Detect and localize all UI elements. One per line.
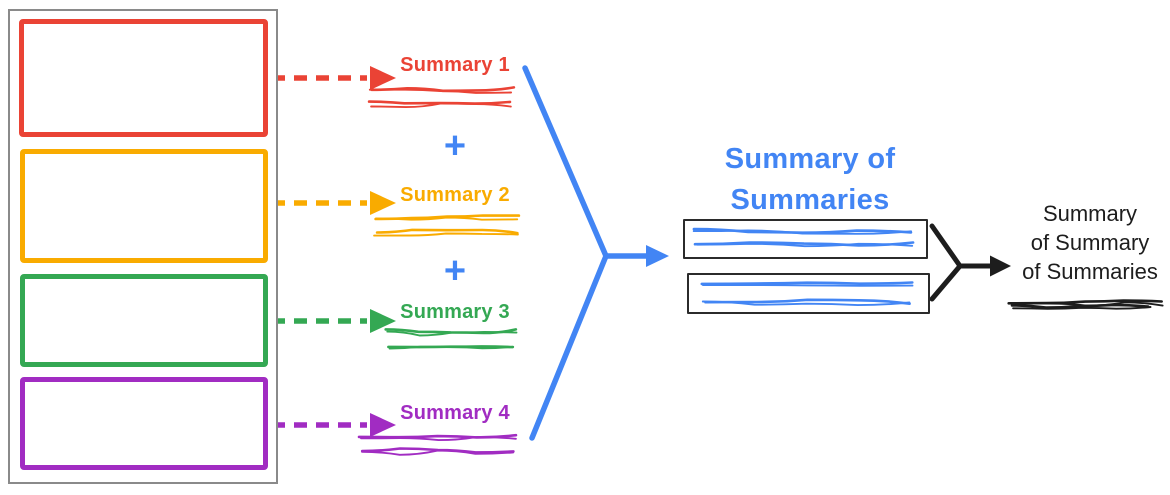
scribble-stroke <box>1010 303 1150 309</box>
merge-chevron-black <box>929 223 1011 302</box>
scribble-stroke <box>360 447 515 454</box>
source-section-1 <box>19 19 268 137</box>
chevron-upper-line <box>929 223 963 269</box>
summary-1-label: Summary 1 <box>400 54 510 76</box>
scribble-stroke <box>370 102 512 109</box>
scribble-stroke <box>373 232 519 237</box>
scribble-stroke <box>374 214 521 221</box>
chevron-lower-line <box>929 263 963 302</box>
scribble-stroke <box>1012 306 1152 310</box>
arrow-head-icon <box>646 245 669 267</box>
final-line-1: Summary <box>1042 201 1138 226</box>
final-summary-label: Summary of Summary of Summaries <box>1014 199 1166 286</box>
scribble-stroke <box>360 435 517 442</box>
scribble-stroke <box>368 88 513 94</box>
scribble-stroke <box>1010 301 1164 307</box>
summary-2-label: Summary 2 <box>400 184 510 206</box>
scribble-stroke <box>1007 299 1163 305</box>
summary-of-summaries-title: Summary of Summaries <box>688 139 932 221</box>
scribble-stroke <box>388 345 515 350</box>
plus-icon: + <box>443 125 467 167</box>
dashed-arrow-section-4 <box>272 413 396 437</box>
scribble-stroke <box>367 100 512 105</box>
chevron-lower-line <box>529 253 609 441</box>
plus-icon: + <box>443 250 467 292</box>
scribble-stroke <box>384 328 518 335</box>
title-line-2: Summaries <box>730 184 890 216</box>
dashed-arrow-section-2 <box>272 191 396 215</box>
scribble-stroke <box>375 216 519 221</box>
scribble-stroke <box>375 228 519 235</box>
final-line-2: of Summary <box>1030 230 1150 255</box>
chevron-upper-line <box>522 65 609 259</box>
scribble-stroke <box>370 86 516 93</box>
summary-of-summaries-box-1 <box>683 219 928 259</box>
scribble-stroke <box>361 449 515 456</box>
title-line-1: Summary of <box>724 143 896 175</box>
merge-chevron-blue <box>522 65 669 441</box>
final-line-3: of Summaries <box>1022 259 1158 284</box>
source-section-4 <box>20 377 268 470</box>
summary-4-label: Summary 4 <box>400 402 510 424</box>
scribble-stroke <box>357 433 518 439</box>
arrow-head-icon <box>990 255 1011 277</box>
summary-3-label: Summary 3 <box>400 301 510 323</box>
scribble-stroke <box>387 345 515 349</box>
scribble-stroke <box>386 330 518 337</box>
dashed-arrow-section-3 <box>272 309 396 333</box>
summary-of-summaries-box-2 <box>687 273 930 314</box>
source-section-3 <box>20 274 268 367</box>
source-section-2 <box>20 149 268 263</box>
dashed-arrow-section-1 <box>272 66 396 90</box>
source-document <box>8 9 278 484</box>
